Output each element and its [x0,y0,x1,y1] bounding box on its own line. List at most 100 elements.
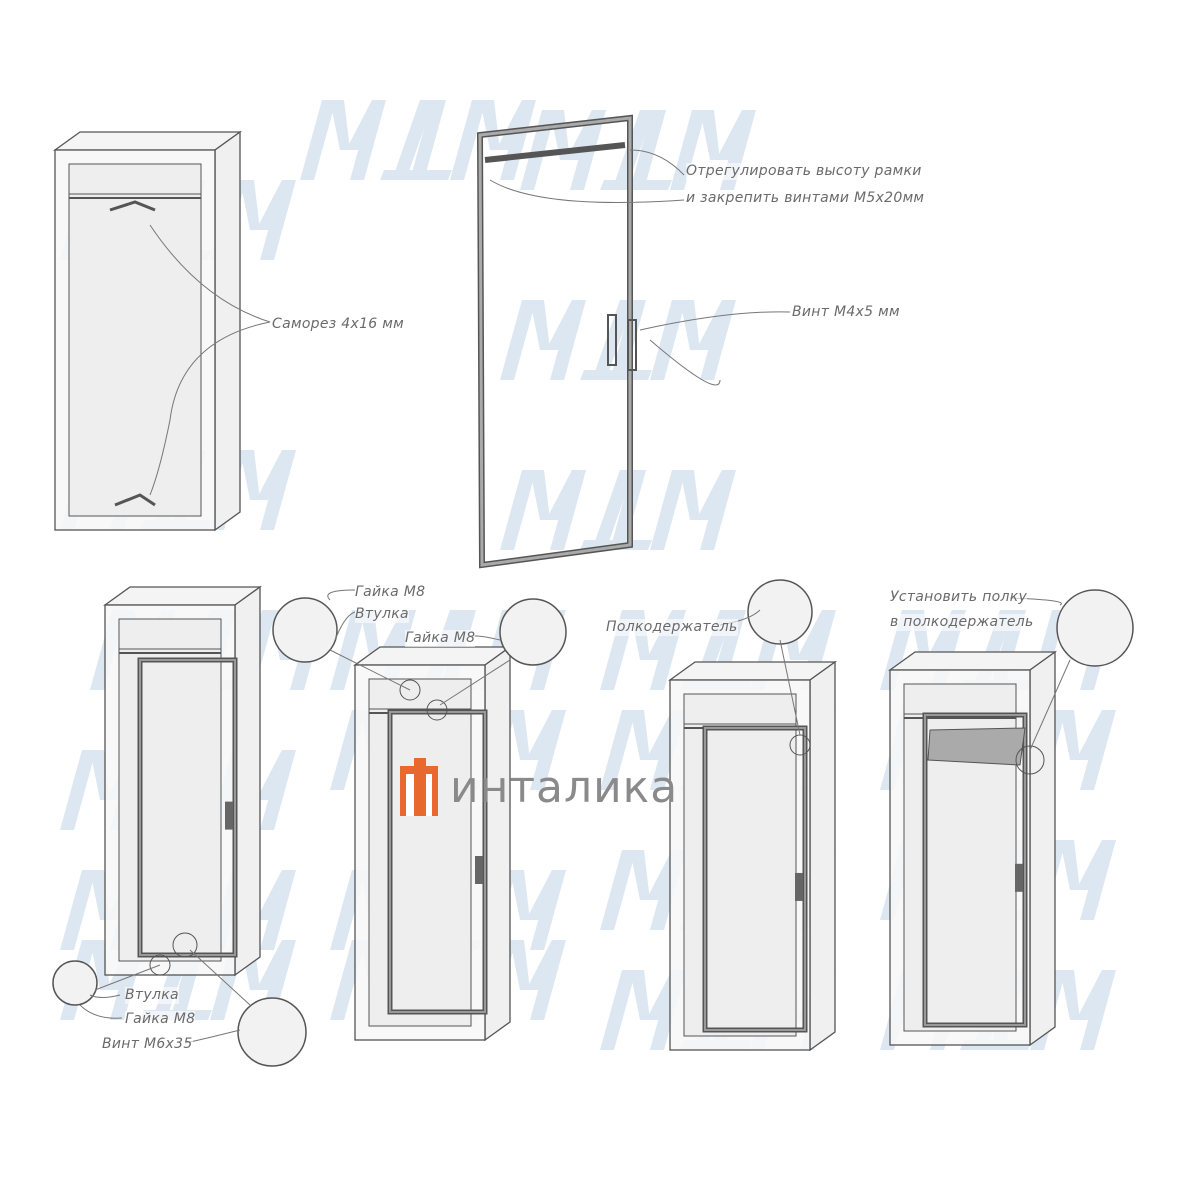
leader-line [94,964,161,991]
label-adjust-line2: и закрепить винтами M5x20мм [686,190,925,207]
watermark-stroke [630,970,650,1020]
watermark-stroke [330,100,350,150]
watermark-stroke [600,710,636,790]
watermark-stroke [530,870,566,950]
frame-5-handle [1015,863,1023,892]
cabinet-4-opening [683,693,797,1037]
watermark-stroke [1060,710,1080,760]
label-bushing-top: Втулка [355,606,409,623]
watermark-stroke [680,300,700,350]
label-install-shelf-line1: Установить полку [890,589,1028,606]
watermark-stroke [630,850,650,900]
leader-line [334,611,356,641]
leader-line [89,994,121,998]
detail-marker [149,954,171,976]
logo-icon [400,758,438,816]
watermark-stroke [260,870,296,950]
leader-line [189,949,251,1006]
leader-line [779,639,801,736]
shelf-panel [927,727,1026,766]
watermark-stroke [260,450,296,530]
cabinet-4-top [667,661,838,681]
watermark-stroke [260,750,296,830]
watermark-stroke [330,610,366,690]
watermark-stroke [530,710,566,790]
watermark-stroke [592,470,634,550]
watermark-stroke [700,300,736,380]
detail-circle [52,960,98,1006]
watermark-stroke [510,870,530,920]
detail-circle [272,597,338,663]
detail-circle [237,997,307,1067]
cabinet-1-opening [68,163,202,517]
detail-circle [1056,589,1134,667]
detail-circle [747,579,813,645]
watermark [500,300,736,380]
cabinet-2-top [102,586,263,606]
watermark-stroke [592,300,634,380]
watermark-stroke [60,750,96,830]
detail-marker [399,679,421,701]
label-shelf-holder: Полкодержатель [606,619,738,636]
label-adjust-line1: Отрегулировать высоту рамки [686,163,922,180]
watermark-stroke [550,470,586,550]
watermark-stroke [392,100,434,180]
label-bushing-bottom: Втулка [125,987,179,1004]
watermark-stroke [1080,970,1116,1050]
frame-4-handle [795,872,803,901]
leader-line [79,1004,123,1019]
watermark-stroke [1080,840,1116,920]
watermark-stroke [380,170,452,180]
frame-5-inner [924,714,1026,1026]
watermark-stroke [650,300,686,380]
watermark-stroke [450,100,486,180]
watermark-stroke [550,300,586,380]
label-nut-m8-bottom: Гайка M8 [125,1011,196,1028]
frame-3-handle [475,856,483,884]
frame-handle-2 [627,319,637,371]
watermark-stroke [510,710,530,760]
watermark-stroke [410,100,446,180]
cabinet-3-top [352,646,513,666]
detail-circle [499,598,567,666]
watermark-stroke [60,870,96,950]
cabinet-5-top [887,651,1058,671]
cabinet-1-top [52,131,243,151]
label-screw-m4x5: Винт M4x5 мм [792,304,900,321]
cabinet-5-side [1029,650,1056,1047]
label-screw-4x16: Саморез 4х16 мм [272,316,404,333]
bottom-bracket [114,493,156,507]
label-screw-m6x35: Винт M6x35 [102,1036,193,1053]
cabinet-2-opening [118,618,222,962]
watermark-stroke [480,100,500,150]
detail-marker [1015,745,1045,775]
frame-3-inner [389,711,486,1013]
watermark-stroke [240,180,260,230]
leader-line [184,1029,241,1044]
frame-crossbar [484,142,626,163]
watermark-stroke [650,470,686,550]
leader-screw [149,224,271,496]
cabinet-2-side [234,585,261,977]
watermark-stroke [1080,710,1116,790]
watermark-stroke [600,970,636,1050]
adjustable-frame-inner [478,116,632,567]
watermark-stroke [300,100,336,180]
logo-text: инталика [450,761,679,813]
watermark-stroke [240,450,260,500]
watermark-stroke [600,180,672,190]
watermark-stroke [350,100,386,180]
watermark-stroke [700,110,720,160]
watermark-stroke [510,940,530,990]
cabinet-3-opening [368,678,472,1027]
detail-marker [426,699,448,721]
label-install-shelf-line2: в полкодержатель [890,614,1034,631]
label-nut-m8-right: Гайка M8 [405,630,476,647]
leader-line [327,589,356,601]
leader-adjust [489,149,685,203]
intalika-logo: инталика [400,758,678,816]
cabinet-1-side [214,130,241,532]
frame-handle [607,314,617,366]
